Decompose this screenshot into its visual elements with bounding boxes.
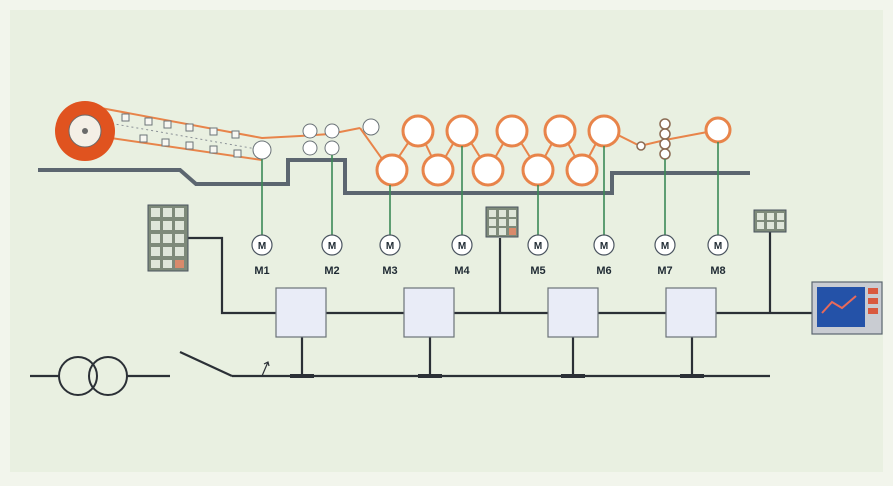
motor-label: M4 bbox=[454, 265, 470, 277]
unwind-reel-icon bbox=[55, 101, 115, 161]
keypad-icon bbox=[147, 204, 189, 272]
web-guide bbox=[91, 119, 263, 151]
roller-icon bbox=[495, 114, 529, 148]
drive-shafts bbox=[261, 142, 719, 235]
machine-frame bbox=[38, 158, 750, 195]
roller-icon bbox=[252, 140, 272, 160]
drive-unit-icon bbox=[403, 287, 455, 338]
drive-unit-icon bbox=[275, 287, 327, 338]
drive-unit-icon bbox=[547, 287, 599, 338]
motor-symbol: M bbox=[258, 241, 266, 252]
roller-icon bbox=[401, 114, 435, 148]
motor-icon: M M6 bbox=[593, 234, 615, 277]
press-rollers bbox=[252, 118, 380, 160]
motor-icon: M M8 bbox=[707, 234, 729, 277]
motor-icon: M M5 bbox=[527, 234, 549, 277]
switch-icon bbox=[179, 351, 233, 377]
motor-label: M2 bbox=[324, 265, 339, 277]
roller-icon bbox=[521, 153, 555, 187]
roller-icon bbox=[324, 123, 340, 139]
motor-icon: M M1 bbox=[251, 234, 273, 277]
winder-reel bbox=[704, 116, 732, 144]
calender-stack bbox=[636, 118, 671, 160]
motor-label: M7 bbox=[657, 265, 672, 277]
keypad-icon bbox=[485, 206, 519, 238]
motor-icon: M M3 bbox=[379, 234, 401, 277]
bus-taps bbox=[290, 374, 704, 378]
motor-symbol: M bbox=[458, 241, 466, 252]
motor-symbol: M bbox=[534, 241, 542, 252]
drive-unit-icon bbox=[665, 287, 717, 338]
roller-icon bbox=[445, 114, 479, 148]
motor-label: M3 bbox=[382, 265, 397, 277]
motor-symbol: M bbox=[714, 241, 722, 252]
motor-icon: M M7 bbox=[654, 234, 676, 277]
motor-label: M6 bbox=[596, 265, 611, 277]
idler-rollers bbox=[121, 113, 242, 158]
motor-icon: M M2 bbox=[321, 234, 343, 277]
motors: M M1 M M2 M M3 M M4 M M5 M M6 bbox=[251, 234, 729, 277]
motor-symbol: M bbox=[600, 241, 608, 252]
motor-symbol: M bbox=[661, 241, 669, 252]
motor-symbol: M bbox=[328, 241, 336, 252]
drive-units bbox=[275, 287, 717, 338]
roller-icon bbox=[471, 153, 505, 187]
roller-icon bbox=[302, 140, 318, 156]
switch-arrow bbox=[261, 361, 270, 377]
motor-label: M5 bbox=[530, 265, 545, 277]
roller-icon bbox=[543, 114, 577, 148]
roller-icon bbox=[362, 118, 380, 136]
roller-icon bbox=[421, 153, 455, 187]
motor-symbol: M bbox=[386, 241, 394, 252]
motor-label: M1 bbox=[254, 265, 269, 277]
motor-icon: M M4 bbox=[451, 234, 473, 277]
transformer-icon bbox=[58, 356, 128, 396]
control-bus bbox=[187, 232, 812, 376]
roller-icon bbox=[324, 140, 340, 156]
motor-label: M8 bbox=[710, 265, 725, 277]
diagram-panel bbox=[10, 10, 883, 472]
roller-icon bbox=[587, 114, 621, 148]
operator-terminal-icon bbox=[811, 281, 883, 335]
keypad-icon bbox=[753, 209, 787, 233]
roller-icon bbox=[375, 153, 409, 187]
roller-icon bbox=[565, 153, 599, 187]
roller-icon bbox=[302, 123, 318, 139]
